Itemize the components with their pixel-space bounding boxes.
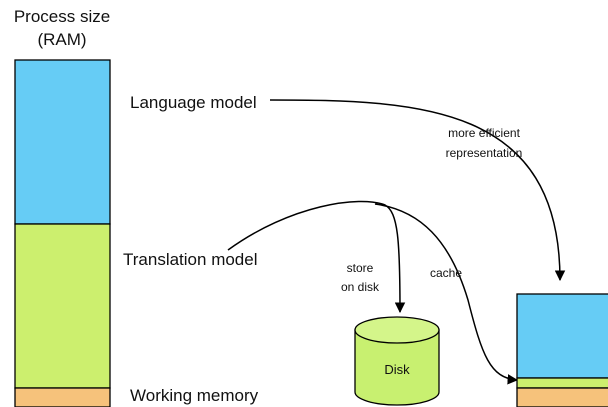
store-annotation-line2: on disk: [341, 280, 380, 294]
working-memory-block: [14, 387, 111, 407]
store-on-disk-arrow: [227, 200, 406, 314]
right-translation-model-block: [516, 377, 608, 389]
language-model-block: [14, 59, 111, 225]
language-model-arrow: [269, 99, 566, 282]
disk-top: [354, 316, 440, 344]
translation-model-block: [14, 223, 111, 389]
disk-body: [354, 329, 440, 406]
language-model-label: Language model: [130, 93, 257, 112]
title-line1: Process size: [14, 7, 110, 26]
right-language-model-block: [516, 293, 608, 379]
title-line2: (RAM): [37, 30, 86, 49]
more-efficient-annotation-line1: more efficient: [448, 126, 520, 140]
disk-label: Disk: [384, 362, 410, 377]
right-working-memory-block: [516, 387, 608, 407]
disk-cylinder: Disk: [354, 316, 440, 406]
more-efficient-annotation-line2: representation: [446, 146, 523, 160]
cache-arrow: [374, 203, 519, 385]
store-annotation-line1: store: [347, 261, 374, 275]
translation-model-label: Translation model: [123, 250, 258, 269]
working-memory-label: Working memory: [130, 386, 259, 405]
cache-annotation: cache: [430, 266, 462, 280]
